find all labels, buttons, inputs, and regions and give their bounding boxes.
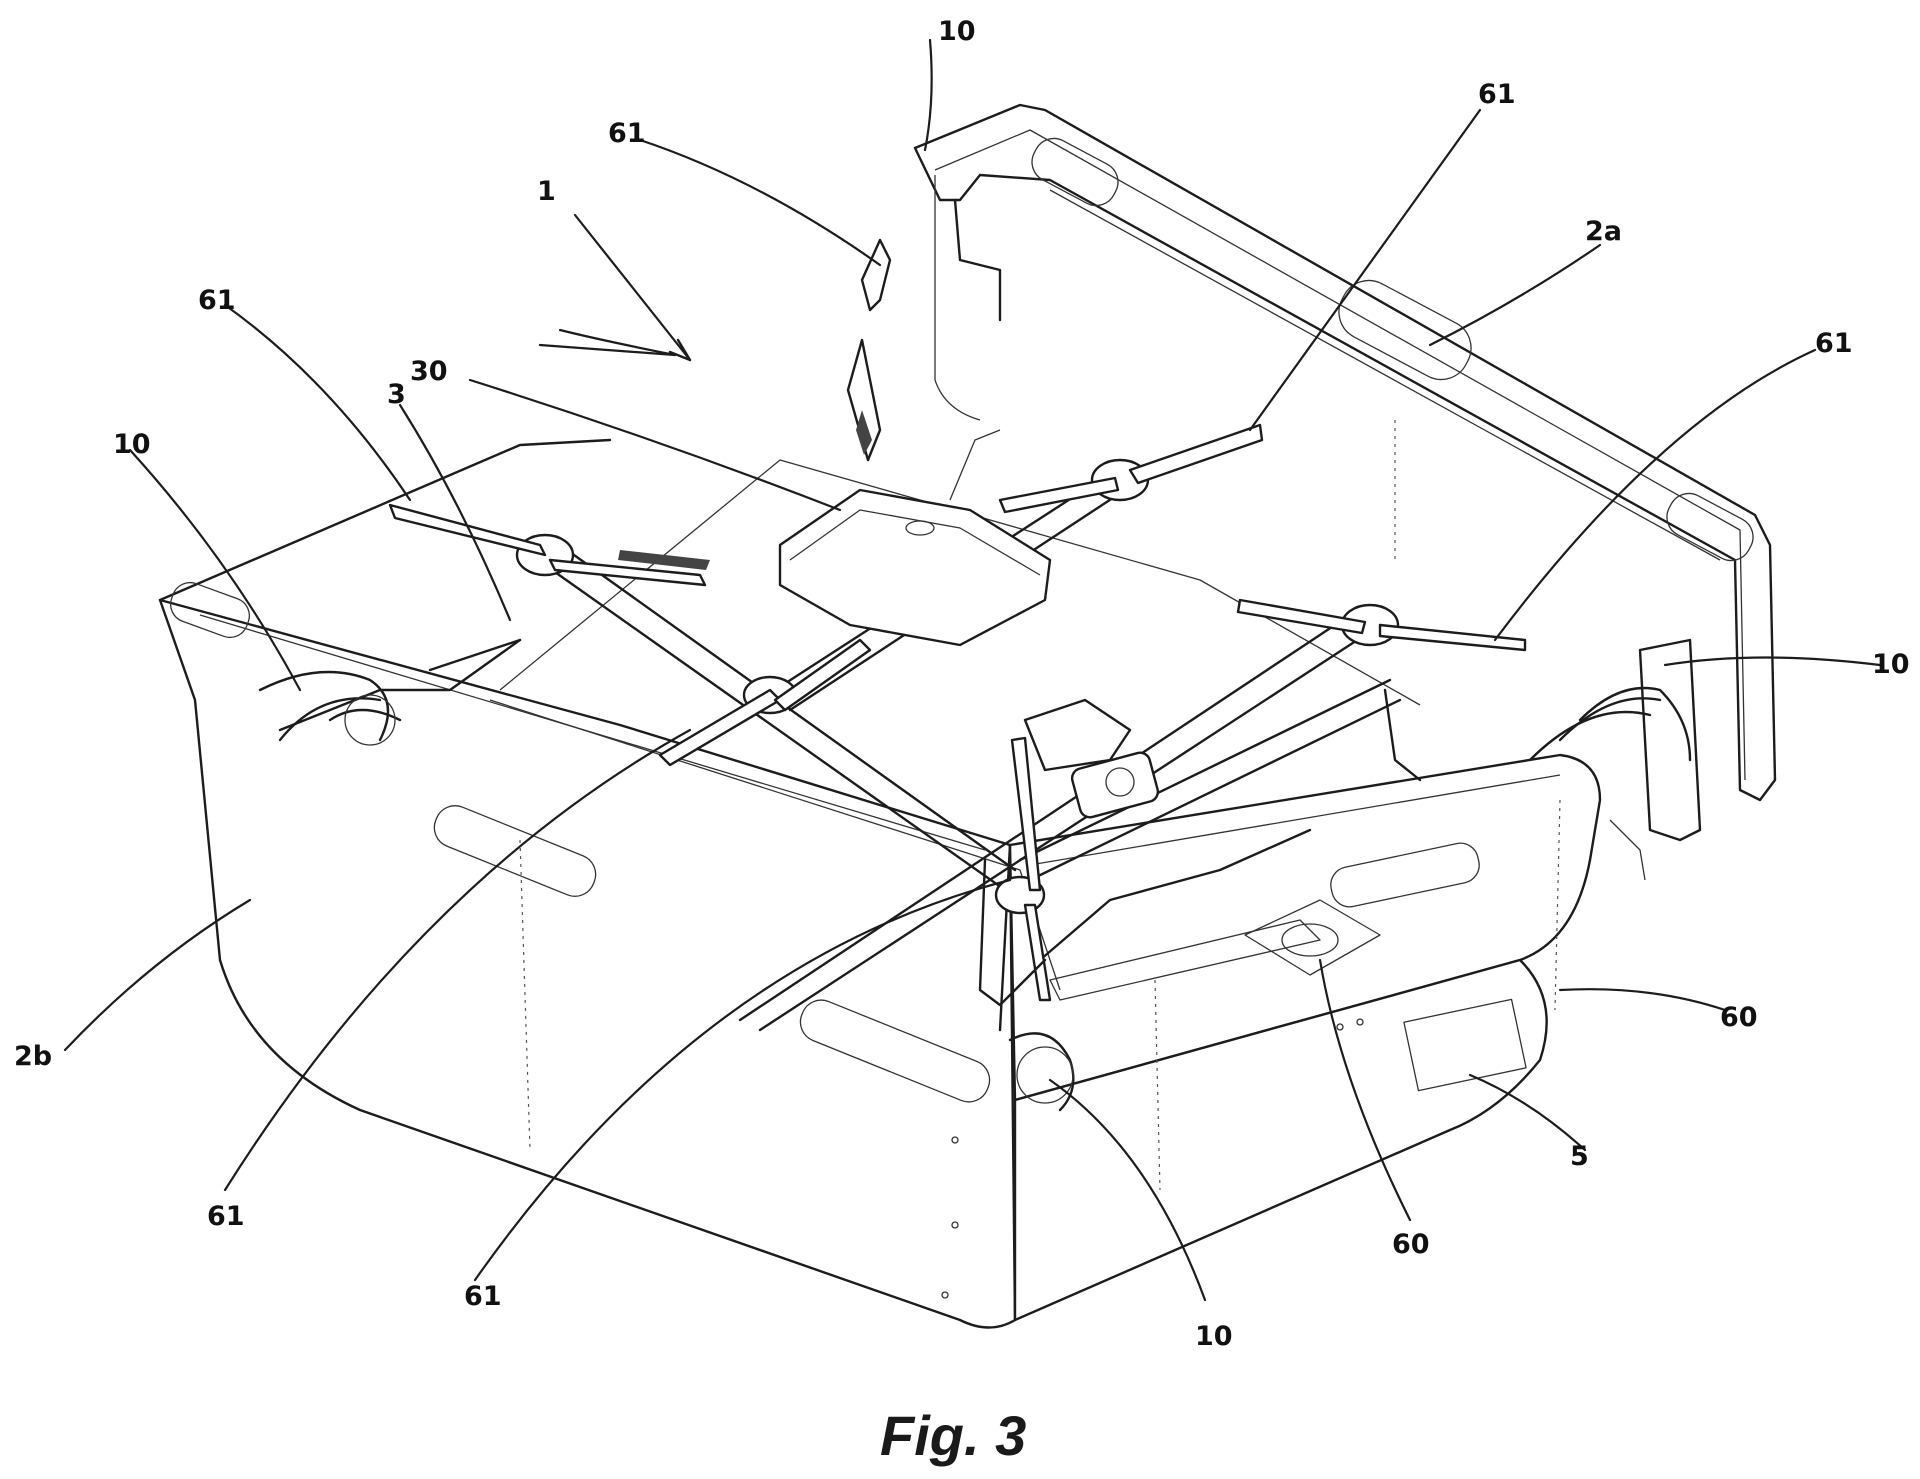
label-61-right: 61 — [1815, 328, 1853, 359]
label-61-top-left: 61 — [608, 118, 646, 149]
rear-lid-panel — [913, 103, 1777, 802]
label-10-bottom: 10 — [1195, 1321, 1233, 1352]
label-5: 5 — [1570, 1141, 1589, 1172]
leader-lines — [63, 38, 1882, 1302]
label-3: 3 — [387, 379, 406, 410]
label-2a: 2a — [1585, 216, 1622, 247]
figure-caption: Fig. 3 — [880, 1404, 1026, 1467]
reference-labels: 10 61 61 1 2a 61 61 30 3 10 10 60 2b 5 6… — [14, 16, 1910, 1352]
label-10-left: 10 — [113, 429, 151, 460]
label-60-right: 60 — [1720, 1002, 1758, 1033]
label-10-right: 10 — [1872, 649, 1910, 680]
label-61-top-right: 61 — [1478, 79, 1516, 110]
label-2b: 2b — [14, 1041, 52, 1072]
drone — [388, 238, 1527, 1032]
label-61-bottom-left: 61 — [207, 1201, 245, 1232]
label-61-bottom-center: 61 — [464, 1281, 502, 1312]
label-30: 30 — [410, 356, 448, 387]
front-arm — [1008, 1032, 1075, 1112]
main-housing — [158, 438, 1602, 1329]
label-10-top: 10 — [938, 16, 976, 47]
label-1: 1 — [537, 176, 556, 207]
label-61-left: 61 — [198, 285, 236, 316]
label-60-bottom: 60 — [1392, 1229, 1430, 1260]
right-hinge-assembly — [1528, 638, 1702, 881]
